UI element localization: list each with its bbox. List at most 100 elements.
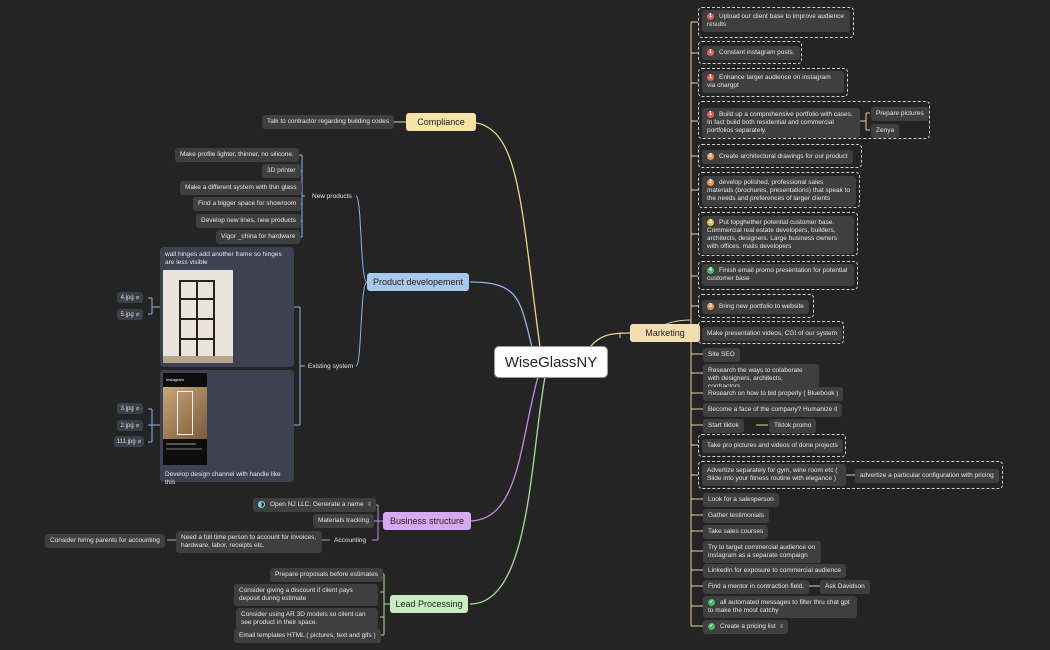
card-caption: wall hinges add another frame so hinges … [165,251,282,266]
image-card-hinges[interactable]: wall hinges add another frame so hinges … [160,247,294,367]
priority-3-icon: 3 [707,219,714,226]
dashed-group [698,68,848,97]
attachment-4jpg[interactable]: 4.jpg⌀ [117,292,143,303]
portfolio-sub-item[interactable]: Prepare pictures [871,107,929,121]
lead-item[interactable]: Consider giving a discount if client pay… [234,584,378,606]
lead-item[interactable]: Email templates HTML ( pictures, text an… [234,629,381,643]
new-product-item[interactable]: Make profile lighter, thinner, no silico… [175,148,299,162]
item-text: Finish email promo presentation for pote… [707,267,848,283]
marketing-item[interactable]: Look for a salesperson [703,493,779,507]
paperclip-icon: ⌀ [135,423,140,429]
marketing-item-pricing[interactable]: ✓Create a pricing list≡ [703,620,789,635]
paperclip-icon: ⌀ [135,406,140,412]
topic-business-structure[interactable]: Business structure [383,512,471,530]
file-name: 5.jpg [120,311,134,318]
priority-1-icon: 1 [707,13,714,20]
item-text: Create a pricing list [720,623,776,631]
priority-2-icon: 2 [707,179,714,186]
attachment-3jpg[interactable]: 3.jpg⌀ [117,403,143,414]
advertize-sub-item[interactable]: advertize a particular configuration wit… [855,469,999,483]
topic-compliance[interactable]: Compliance [406,113,476,131]
topic-product-development[interactable]: Product developement [367,273,469,291]
paperclip-icon: ⌀ [135,312,140,318]
business-item-materials[interactable]: Materials tracking [313,514,374,528]
new-product-item[interactable]: Vigor _china for hardware [216,230,301,244]
paperclip-icon: ⌀ [135,295,140,301]
new-product-item[interactable]: Find a bigger space for showroom [193,197,302,211]
attachment-111jpg[interactable]: 111.jpg⌀ [114,436,144,447]
paperclip-icon: ⌀ [137,439,142,445]
marketing-item[interactable]: LinkedIn for exposure to commercial audi… [703,564,846,578]
lead-item[interactable]: Consider using AR 3D models so client ca… [236,608,378,630]
marketing-item[interactable]: Take pro pictures and videos of done pro… [702,439,843,453]
checkmark-icon: ✓ [708,599,715,606]
marketing-item[interactable]: Research on how to bid properly ( Bluebo… [703,387,844,401]
marketing-item[interactable]: Take sales courses [703,525,769,539]
tiktok-sub-item[interactable]: Tiktok promo [769,419,817,433]
lead-item[interactable]: Prepare proposals before estimates [270,568,383,582]
file-name: 2.jpg [120,422,134,429]
mentor-sub-item[interactable]: Ask Davidson [820,580,870,594]
dashed-group [698,101,930,139]
marketing-item-automated[interactable]: ✓all automated messages to filter thru c… [703,596,857,619]
attachment-2jpg[interactable]: 2.jpg⌀ [117,420,143,431]
accounting-node[interactable]: Accounting [334,537,367,544]
dashed-group [698,41,802,64]
marketing-item[interactable]: Become a face of the company? Humanize i… [703,403,843,417]
marketing-item[interactable]: Try to target commercial audience on ins… [703,541,821,563]
instagram-screenshot: Instagram [163,373,207,465]
item-text: Open NJ LLC. Generate a name [270,501,364,509]
progress-half-icon [258,501,265,508]
accounting-sub-item[interactable]: Consider hiring parents for accounting [45,534,165,548]
existing-system-node[interactable]: Existing system [308,363,354,370]
topic-marketing[interactable]: Marketing [630,324,700,342]
dashed-group [698,461,1003,489]
marketing-item[interactable]: Find a mentor in contraction field. [703,580,810,594]
dashed-group [698,144,862,168]
business-item-llc[interactable]: Open NJ LLC. Generate a name≡ [253,498,377,513]
item-text: Bring new portfolio to website [719,303,804,311]
dashed-group [698,172,860,208]
item-text: Constant instagram posts. [719,49,795,57]
file-name: 3.jpg [120,405,134,412]
dashed-group [698,212,858,256]
attachment-5jpg[interactable]: 5.jpg⌀ [117,309,143,320]
marketing-item[interactable]: Gather testimonials [703,509,769,523]
new-product-item[interactable]: Develop new lines, new products [196,214,302,228]
file-name: 4.jpg [120,294,134,301]
marketing-item[interactable]: Advertize separately for gym, wine room … [702,464,846,486]
file-name: 111.jpg [116,438,136,445]
new-product-item[interactable]: 3D printer [262,164,301,178]
root-topic[interactable]: WiseGlassNY [495,347,607,377]
card-caption: Develop design channel with handle like … [165,471,281,486]
compliance-item[interactable]: Talk to contractor regarding building co… [262,115,395,129]
image-card-channel[interactable]: Instagram Develop design channel with ha… [160,370,294,486]
marketing-item[interactable]: Start tiktok [703,419,744,433]
note-icon: ≡ [779,624,784,631]
priority-4-icon: 4 [707,267,714,274]
accounting-item[interactable]: Need a full time person to account for i… [176,531,322,553]
dashed-group [698,321,844,344]
portfolio-sub-item[interactable]: Zenya [871,124,900,138]
dashed-group [698,294,814,318]
item-text: Create architectural drawings for our pr… [719,153,848,161]
new-products-node[interactable]: New products [312,193,352,200]
dashed-group [698,261,858,290]
marketing-item[interactable]: Site SEO [703,348,740,362]
priority-1-icon: 1 [707,111,714,118]
marketing-item[interactable]: Make presentation videos, CGI of our sys… [702,327,843,341]
door-photo [163,270,233,363]
topic-lead-processing[interactable]: Lead Processing [390,595,468,613]
new-product-item[interactable]: Make a different system with thin glass [180,181,302,195]
